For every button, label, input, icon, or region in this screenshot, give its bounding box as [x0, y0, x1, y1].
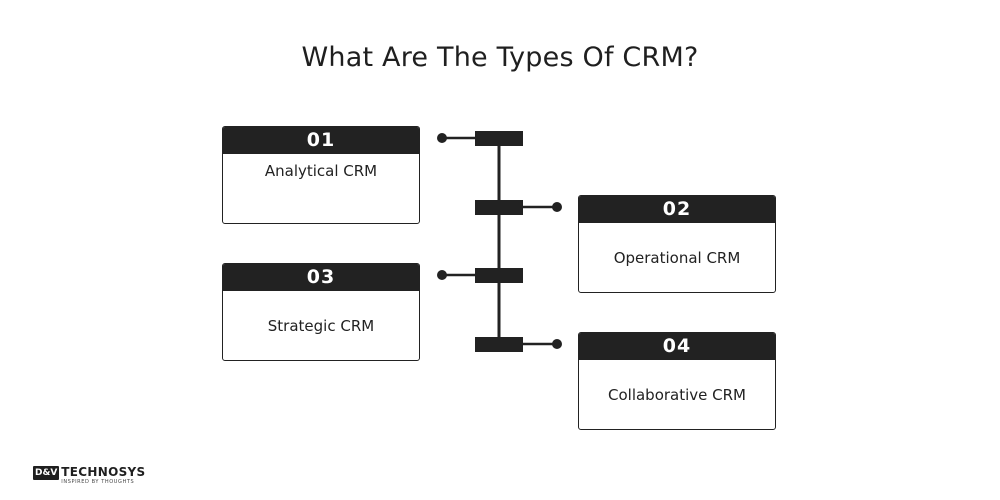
- card-label: Analytical CRM: [264, 162, 378, 180]
- branch-bar-02: [475, 200, 523, 215]
- logo-brand-name: TECHNOSYS: [61, 465, 146, 479]
- logo-wordmark: TECHNOSYS INSPIRED BY THOUGHTS: [61, 466, 145, 486]
- diagram-title: What Are The Types Of CRM?: [301, 42, 699, 73]
- branch-bar-04: [475, 337, 523, 352]
- crm-type-card-03: 03 Strategic CRM: [222, 263, 420, 361]
- company-logo: D&V TECHNOSYS INSPIRED BY THOUGHTS: [33, 466, 145, 488]
- crm-type-card-01: 01 Analytical CRM: [222, 126, 420, 224]
- card-number: 04: [579, 333, 775, 360]
- crm-type-card-02: 02 Operational CRM: [578, 195, 776, 293]
- card-number: 02: [579, 196, 775, 223]
- branch-dot-01: [437, 133, 447, 143]
- card-number: 01: [223, 127, 419, 154]
- logo-tagline: INSPIRED BY THOUGHTS: [61, 479, 135, 485]
- card-label: Collaborative CRM: [608, 385, 746, 404]
- branch-dot-04: [552, 339, 562, 349]
- branch-dot-02: [552, 202, 562, 212]
- card-number: 03: [223, 264, 419, 291]
- card-label: Strategic CRM: [267, 316, 375, 335]
- branch-bar-01: [475, 131, 523, 146]
- card-label: Operational CRM: [613, 248, 741, 267]
- crm-type-card-04: 04 Collaborative CRM: [578, 332, 776, 430]
- logo-mark: D&V: [33, 466, 60, 480]
- branch-dot-03: [437, 270, 447, 280]
- branch-bar-03: [475, 268, 523, 283]
